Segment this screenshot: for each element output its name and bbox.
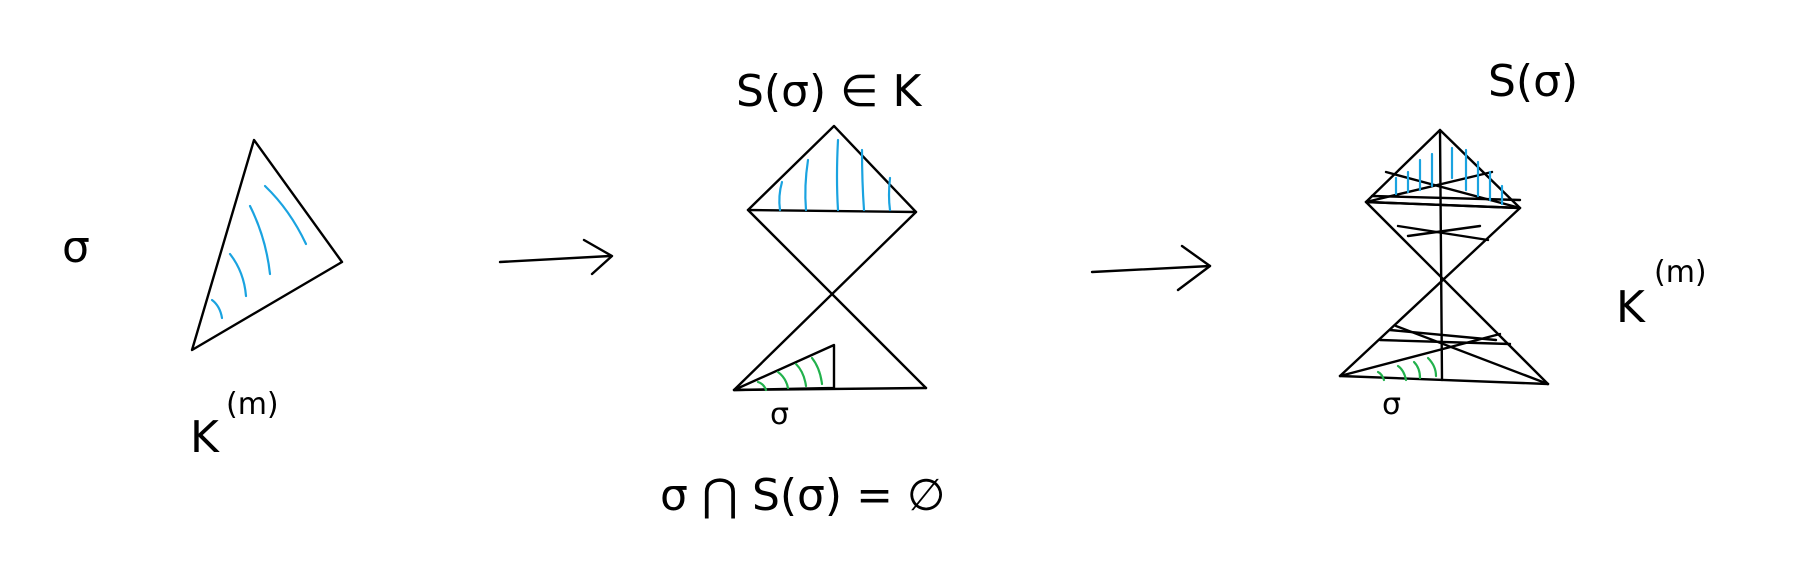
panel-middle: S(σ) ∈ K σ σ ⋂ S(σ) = ∅	[660, 66, 945, 521]
right-cross-a	[1364, 200, 1550, 386]
blue-hatch-left	[210, 184, 308, 320]
k-sup-right: (m)	[1654, 255, 1707, 290]
blue-hatch-right	[1394, 146, 1504, 206]
k-label-left: K	[190, 412, 220, 463]
panel-left: σ K (m)	[62, 138, 344, 463]
sigma-label-left: σ	[62, 222, 90, 273]
simplex-triangle	[190, 138, 344, 352]
right-lower-base	[1338, 374, 1550, 386]
panel-right: S(σ)	[1338, 56, 1707, 422]
k-sup-left: (m)	[226, 387, 279, 422]
arrow-2	[1090, 244, 1212, 292]
blue-hatch-middle	[778, 138, 892, 212]
sigma-label-right: σ	[1382, 387, 1401, 422]
arrow-1	[498, 238, 614, 276]
green-hatch-right	[1376, 356, 1438, 382]
right-cross-b	[1338, 206, 1522, 378]
lower-subdivision	[1338, 324, 1550, 386]
cross-line-b	[732, 210, 918, 392]
sigma-label-middle: σ	[770, 397, 789, 432]
sigma-triangle	[732, 343, 836, 392]
green-hatch-middle	[756, 356, 824, 392]
cross-line-a	[746, 208, 928, 390]
s-in-k-label: S(σ) ∈ K	[736, 66, 922, 117]
upper-triangle	[746, 124, 918, 214]
s-label-right: S(σ)	[1488, 56, 1578, 107]
upper-subdivision	[1364, 170, 1522, 242]
k-label-right: K	[1616, 282, 1646, 333]
right-median	[1438, 128, 1444, 382]
intersection-formula: σ ⋂ S(σ) = ∅	[660, 470, 945, 521]
